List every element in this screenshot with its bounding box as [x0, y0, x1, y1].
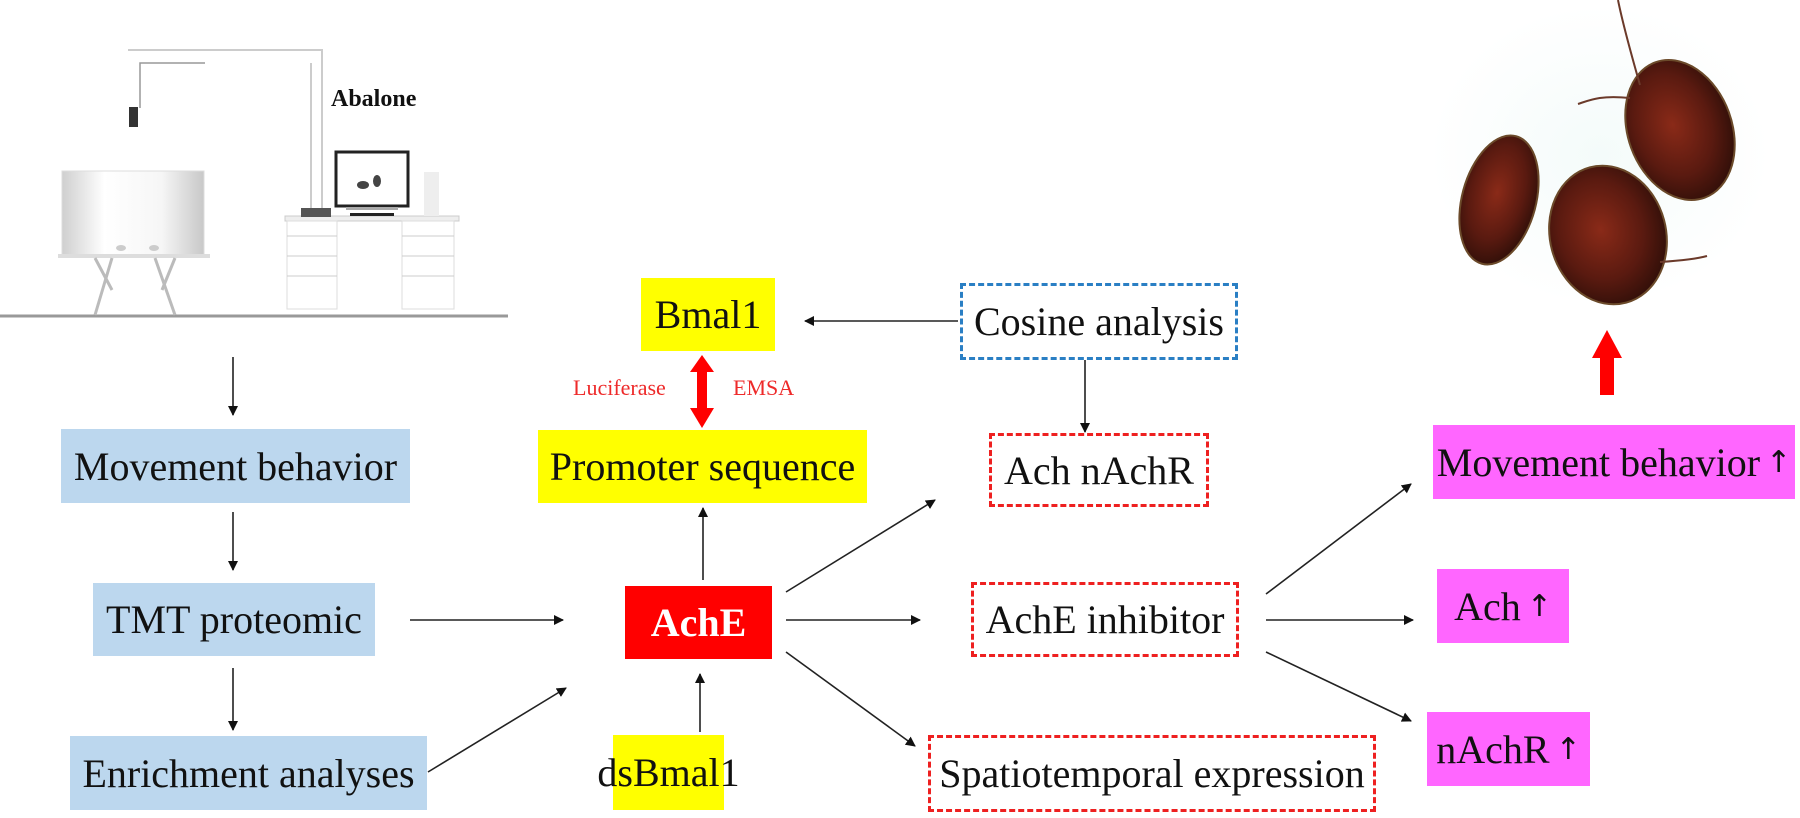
dsbmal1-box: dsBmal1 [597, 735, 740, 810]
abalone-shell-1 [1458, 134, 1540, 266]
nachr-up-label: nAchR [1436, 726, 1550, 772]
promoter-sequence-box: Promoter sequence [538, 430, 867, 503]
up-arrow-icon: ↑ [1555, 731, 1581, 767]
arrow-inhibitor-to-movement [1265, 483, 1412, 595]
camera-rig [128, 49, 323, 218]
ach-nachr-box: Ach nAchR [989, 433, 1209, 507]
movement-behavior-up-label: Movement behavior [1436, 439, 1761, 485]
luciferase-label: Luciferase [573, 375, 666, 400]
ache-inhibitor-box: AchE inhibitor [971, 582, 1239, 657]
ach-up-box: Ach↑ [1437, 569, 1569, 643]
camera-icon [129, 107, 138, 127]
tank-icon [58, 170, 210, 316]
enrichment-analyses-box: Enrichment analyses [70, 736, 427, 810]
bmal1-box: Bmal1 [641, 278, 775, 351]
arrow-ache-to-spatiotemporal [785, 651, 916, 747]
nachr-up-box: nAchR↑ [1427, 712, 1590, 786]
experimental-setup-illustration [0, 49, 508, 318]
up-arrow-icon: ↑ [1526, 588, 1552, 624]
ache-box: AchE [625, 586, 772, 659]
ach-up-label: Ach [1454, 583, 1521, 629]
arrow-ache-to-ach-nachr [785, 499, 936, 593]
arrow-inhibitor-to-nachr [1265, 651, 1412, 722]
emsa-label: EMSA [733, 375, 795, 400]
red-double-arrow [690, 355, 714, 428]
abalone-shell-2 [1548, 164, 1668, 306]
movement-behavior-box: Movement behavior [61, 429, 410, 503]
spatiotemporal-expression-box: Spatiotemporal expression [928, 735, 1376, 812]
cosine-analysis-box: Cosine analysis [960, 283, 1238, 360]
movement-behavior-up-box: Movement behavior↑ [1433, 425, 1795, 499]
abalone-shell-3 [1624, 59, 1736, 201]
up-arrow-icon: ↑ [1766, 444, 1792, 480]
tmt-proteomic-box: TMT proteomic [93, 583, 375, 656]
arrow-enrichment-to-ache [427, 687, 567, 773]
monitor-icon [334, 150, 410, 216]
abalone-photo [1430, 0, 1770, 306]
red-up-arrow [1592, 330, 1622, 395]
desk-icon [284, 172, 460, 310]
abalone-label: Abalone [331, 86, 417, 112]
